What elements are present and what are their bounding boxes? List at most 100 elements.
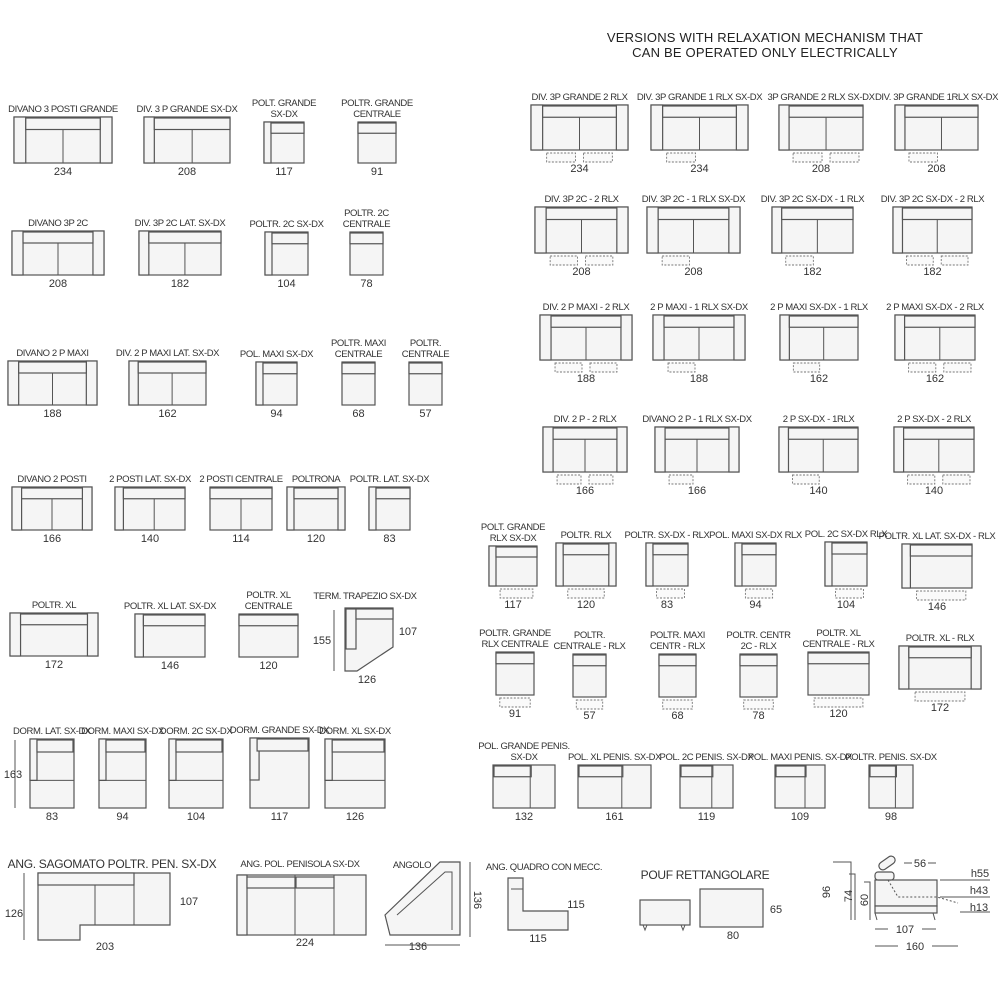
module-label: DIVANO 3P 2C: [28, 218, 88, 229]
module-width: 182: [803, 266, 821, 278]
module-label: 2C - RLX: [741, 641, 778, 652]
module-width: 109: [791, 811, 809, 823]
module-width: 182: [923, 266, 941, 278]
module-width: 98: [885, 811, 897, 823]
module-label: DIV. 3P GRANDE 2 RLX: [531, 92, 628, 103]
module-width: 117: [504, 599, 522, 611]
module-label: POL. MAXI SX-DX: [240, 349, 314, 360]
module-label: DORM. 2C SX-DX: [160, 726, 234, 737]
module-width: 140: [925, 485, 943, 497]
dim-side: 107: [180, 896, 198, 908]
module-width: 104: [277, 278, 295, 290]
dim-width: 115: [529, 933, 547, 945]
module-angolo: ANGOLO 136 136: [384, 860, 483, 953]
dim-seat-height: 60: [859, 894, 871, 906]
module-width: 120: [307, 533, 325, 545]
module-label: POLT. GRANDE: [252, 98, 316, 109]
dim-side: 107: [399, 626, 417, 638]
module-label: POLTR. XL: [816, 628, 860, 639]
module-width: 172: [45, 659, 63, 671]
module-width: 188: [577, 373, 595, 385]
module-width: 162: [158, 408, 176, 420]
module-width: 188: [43, 408, 61, 420]
module-label: POLTR. PENIS. SX-DX: [845, 752, 938, 763]
module-label: DIV. 3 P GRANDE SX-DX: [137, 104, 239, 115]
module-width: 94: [116, 811, 128, 823]
module-width: 104: [187, 811, 205, 823]
module-label: POL. MAXI SX-DX RLX: [709, 530, 803, 541]
module-label: POLTR. 2C SX-DX: [249, 219, 324, 230]
dim-width: 80: [727, 930, 739, 942]
module-width: 188: [690, 373, 708, 385]
module-label: 2 P MAXI SX-DX - 1 RLX: [770, 302, 869, 313]
module-width: 104: [837, 599, 855, 611]
module-label: CENTRALE - RLX: [802, 639, 875, 650]
module-width: 78: [360, 278, 372, 290]
dim-depth: 107: [896, 924, 914, 936]
module-width: 68: [352, 408, 364, 420]
dim-width: 203: [96, 941, 114, 953]
module-label: DIV. 3P 2C SX-DX - 2 RLX: [881, 194, 985, 205]
module-relax_modules-7: DIV. 3P 2C SX-DX - 2 RLX 182: [881, 194, 986, 278]
module-label: DIVANO 2 P MAXI: [16, 348, 88, 359]
module-width: 208: [178, 166, 196, 178]
module-width: 140: [141, 533, 159, 545]
module-label: ANGOLO: [393, 860, 431, 871]
module-label: POLTRONA: [292, 474, 341, 485]
module-width: 126: [346, 811, 364, 823]
module-label: DORM. GRANDE SX-DX: [230, 725, 330, 736]
module-label: DIVANO 2 P - 1 RLX SX-DX: [642, 414, 752, 425]
module-relax_modules-19: POL. MAXI SX-DX RLX 94: [709, 530, 803, 611]
dim-arm-height: 74: [843, 890, 855, 902]
module-label: DORM. LAT. SX-DX: [13, 726, 92, 737]
module-relax_modules-0: DIV. 3P GRANDE 2 RLX 234: [530, 92, 629, 175]
module-width: 234: [570, 163, 588, 175]
module-label: DIV. 3P GRANDE 1 RLX SX-DX: [637, 92, 763, 103]
module-relax_modules-1: DIV. 3P GRANDE 1 RLX SX-DX 234: [637, 92, 764, 175]
module-width: 208: [927, 163, 945, 175]
module-relax_modules-32: POLTR. PENIS. SX-DX 98: [845, 752, 938, 823]
module-label: 2 POSTI LAT. SX-DX: [109, 474, 192, 485]
module-width: 57: [583, 710, 595, 722]
module-width: 94: [749, 599, 761, 611]
module-width: 83: [383, 533, 395, 545]
module-label: POLTR. LAT. SX-DX: [350, 474, 430, 485]
module-width: 91: [371, 166, 383, 178]
module-width: 234: [690, 163, 708, 175]
module-label: SX-DX: [270, 109, 298, 120]
module-label: 2 P SX-DX - 1RLX: [783, 414, 856, 425]
module-width: 78: [752, 710, 764, 722]
module-width: 83: [661, 599, 673, 611]
module-term-trapezio: TERM. TRAPEZIO SX-DX 155 107 126: [313, 591, 418, 686]
